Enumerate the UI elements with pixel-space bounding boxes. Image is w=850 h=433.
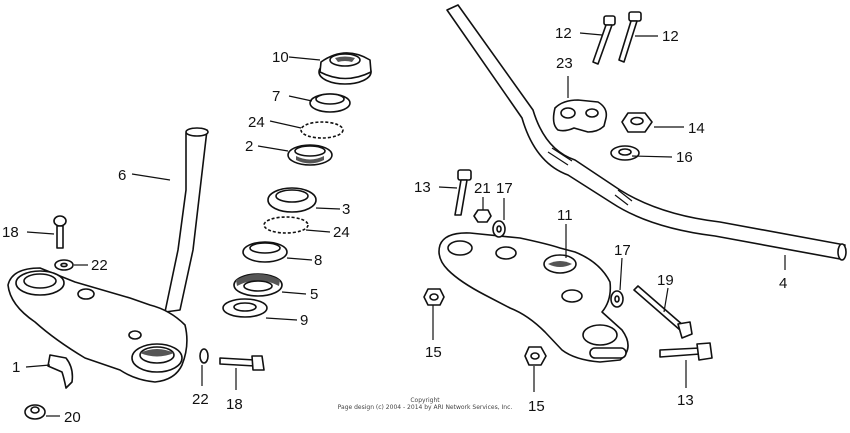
washer-22-upper[interactable] [54,259,74,271]
steel-balls-24-upper[interactable] [300,121,344,139]
callout-22-lower: 22 [192,391,209,408]
handlebar[interactable] [446,4,847,261]
washer-22-lower[interactable] [199,348,209,364]
callout-2: 2 [245,138,253,155]
callout-18-upper: 18 [2,224,19,241]
leader-lines [25,32,786,417]
bolt-18-lower[interactable] [219,355,265,371]
steel-balls-24-lower[interactable] [263,216,309,234]
callout-6: 6 [118,167,126,184]
washer-9[interactable] [222,298,268,318]
callout-15-left: 15 [425,344,442,361]
callout-13-upper: 13 [414,179,431,196]
callout-12-right: 12 [662,28,679,45]
nut-21[interactable] [473,209,492,223]
grommet-20[interactable] [24,404,46,420]
washer-17-right[interactable] [610,290,624,308]
nut-14[interactable] [621,112,653,133]
callout-22-upper: 22 [91,257,108,274]
callout-7: 7 [272,88,280,105]
callout-9: 9 [300,312,308,329]
callout-13-lower: 13 [677,392,694,409]
callout-23: 23 [556,55,573,72]
cone-race-7[interactable] [309,93,351,113]
washer-17-upper[interactable] [492,220,506,238]
callout-labels: 10 7 24 2 3 24 8 5 9 6 18 22 1 20 22 18 … [2,25,787,426]
callout-24-lower: 24 [333,224,350,241]
nut-15-left[interactable] [423,288,445,306]
callout-15-bottom: 15 [528,398,545,415]
bolt-13-upper[interactable] [454,169,472,216]
callout-16: 16 [676,149,693,166]
steering-stem-nut-10[interactable] [318,52,372,85]
bolt-18-upper[interactable] [53,215,67,249]
bolt-12-right[interactable] [618,11,642,63]
ball-race-3[interactable] [267,187,317,213]
callout-1: 1 [12,359,20,376]
dust-seal-5[interactable] [233,273,283,297]
callout-17-upper: 17 [496,180,513,197]
callout-20: 20 [64,409,81,426]
bottom-bridge[interactable] [7,267,188,383]
holder-upper[interactable] [552,99,608,133]
bolt-12-left[interactable] [592,15,616,65]
copyright-notice: Page design (c) 2004 - 2014 by ARI Netwo… [337,404,513,411]
callout-12-left: 12 [555,25,572,42]
callout-14: 14 [688,120,705,137]
bolt-19[interactable] [633,285,693,339]
callout-19: 19 [657,272,674,289]
bolt-13-lower[interactable] [659,342,713,361]
callout-24-upper: 24 [248,114,265,131]
callout-18-lower: 18 [226,396,243,413]
cone-race-8[interactable] [242,241,288,263]
callout-4: 4 [779,275,787,292]
nut-15-bottom[interactable] [524,346,547,366]
callout-21: 21 [474,180,491,197]
callout-5: 5 [310,286,318,303]
holder-lower[interactable] [438,232,629,363]
callout-10: 10 [272,49,289,66]
callout-8: 8 [314,252,322,269]
callout-3: 3 [342,201,350,218]
callout-17-right: 17 [614,242,631,259]
clamp-1[interactable] [47,354,74,389]
copyright-title: Copyright [410,397,440,404]
steering-stem-6[interactable] [164,127,209,313]
ball-race-2[interactable] [287,144,333,166]
washer-16[interactable] [610,145,640,161]
callout-11: 11 [557,207,573,224]
